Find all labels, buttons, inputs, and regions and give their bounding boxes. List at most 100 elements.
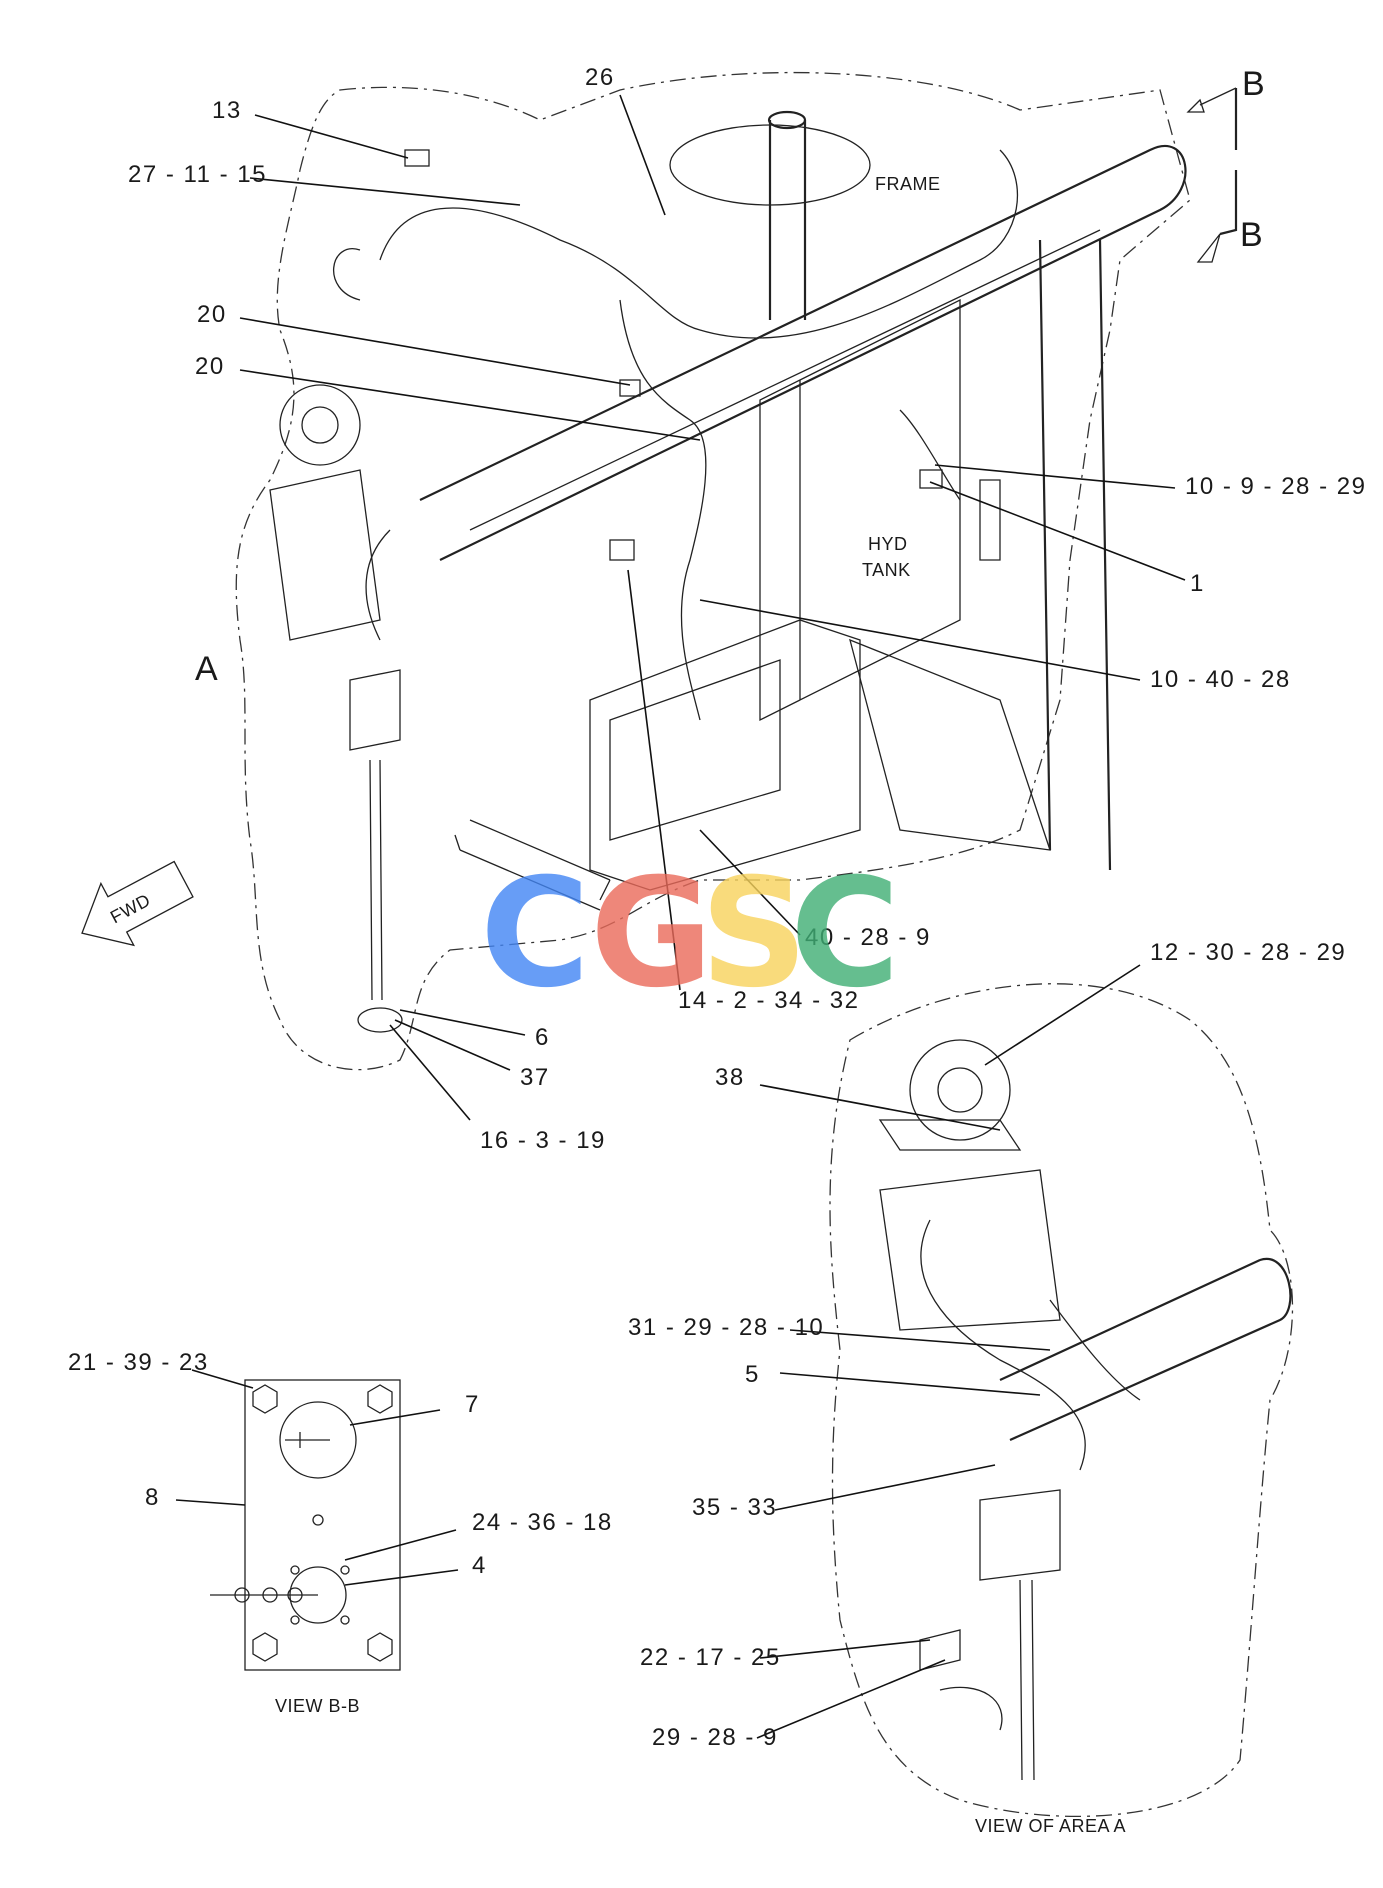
area-a-beam	[999, 1257, 1292, 1442]
callout-27-11-15: 27 - 11 - 15	[128, 161, 267, 188]
main-beam	[419, 144, 1187, 561]
hex-nut	[367, 1632, 393, 1662]
watermark-letter-s: S	[700, 847, 808, 1021]
fwd-arrow	[81, 860, 194, 947]
small-bolt	[340, 1615, 350, 1625]
callout-31-29-28-10: 31 - 29 - 28 - 10	[628, 1314, 824, 1341]
wire-ferrule	[234, 1587, 250, 1603]
leader-8	[175, 1499, 246, 1506]
main-view-outline	[235, 71, 1191, 1071]
leader-20b	[239, 369, 701, 441]
leader-5	[779, 1372, 1041, 1396]
leader-27-11-15	[249, 177, 521, 206]
leader-22-17-25	[759, 1639, 931, 1659]
callout-4: 4	[472, 1552, 487, 1579]
section-b-bottom: B	[1240, 216, 1263, 254]
callout-37: 37	[520, 1064, 550, 1091]
view-area-a	[829, 983, 1294, 1817]
callout-20b: 20	[195, 353, 225, 380]
area-a-bracket	[879, 1169, 1061, 1331]
clip	[619, 379, 641, 397]
area-a-mount	[878, 1119, 1022, 1151]
watermark-letter-c2: C	[790, 847, 900, 1021]
leader-6	[399, 1009, 526, 1036]
callout-26: 26	[585, 64, 615, 91]
frame-plate	[849, 638, 1051, 851]
leader-10-40-28	[699, 599, 1141, 681]
gauge-needle	[285, 1432, 330, 1448]
leader-13	[254, 114, 409, 159]
leader-1	[929, 481, 1186, 581]
leader-29-28-9	[756, 1659, 946, 1739]
clip	[919, 469, 943, 489]
hydraulic-cylinder	[768, 120, 807, 320]
leader-37	[394, 1019, 511, 1071]
callout-7: 7	[465, 1391, 480, 1418]
hex-nut	[367, 1384, 393, 1414]
leader-35-33	[774, 1464, 996, 1511]
small-bolt	[290, 1615, 300, 1625]
callout-1: 1	[1190, 570, 1205, 597]
area-a-pivot-hub	[937, 1067, 983, 1113]
view-bb	[210, 1379, 401, 1671]
pivot-hub	[301, 406, 339, 444]
callout-16-3-19: 16 - 3 - 19	[480, 1127, 606, 1154]
leader-26	[619, 94, 666, 216]
leader-14-2-34-32	[627, 569, 681, 991]
section-b-top: B	[1242, 65, 1265, 103]
area-a-pivot-disc	[909, 1039, 1011, 1141]
hex-nut	[252, 1632, 278, 1662]
callout-labels: 13 26 27 - 11 - 15 20 20 10 - 9 - 28 - 2…	[68, 64, 1366, 1751]
center-bolt	[312, 1514, 324, 1526]
callout-14-2-34-32: 14 - 2 - 34 - 32	[678, 987, 859, 1014]
leader-31-29-28-10	[789, 1329, 1051, 1351]
tank-port	[979, 479, 1001, 561]
clip	[404, 149, 430, 167]
callout-10-40-28: 10 - 40 - 28	[1150, 666, 1291, 693]
callout-35-33: 35 - 33	[692, 1494, 777, 1521]
leader-16-3-19	[389, 1024, 471, 1121]
frame-post	[1038, 239, 1112, 871]
wire-ferrule	[287, 1587, 303, 1603]
leader-38	[759, 1084, 1001, 1131]
cylinder-ring	[669, 124, 871, 206]
section-b-marker	[1186, 87, 1238, 263]
section-line	[1219, 88, 1238, 236]
watermark-letter-g: G	[590, 847, 713, 1021]
callout-21-39-23: 21 - 39 - 23	[68, 1349, 209, 1376]
cylinder-cap	[767, 110, 807, 130]
callout-6: 6	[535, 1024, 550, 1051]
callout-20a: 20	[197, 301, 227, 328]
section-arrow-bottom	[1196, 233, 1221, 263]
area-a-harness	[920, 1219, 1141, 1471]
lower-bracket	[589, 619, 861, 891]
callout-13: 13	[212, 97, 242, 124]
callout-24-36-18: 24 - 36 - 18	[472, 1509, 613, 1536]
watermark-letter-c1: C	[480, 847, 590, 1021]
left-vertical-rod	[369, 759, 383, 1001]
plate-outline	[244, 1379, 401, 1671]
view-a-marker: A	[195, 650, 218, 688]
fwd-arrow-shape	[81, 860, 194, 947]
leader-21-39-23	[191, 1369, 254, 1389]
gauge-disc	[279, 1401, 357, 1479]
callout-22-17-25: 22 - 17 - 25	[640, 1644, 781, 1671]
leader-24-36-18	[344, 1529, 457, 1561]
view-bb-caption: VIEW B-B	[275, 1696, 360, 1716]
clip	[609, 539, 635, 561]
callout-38: 38	[715, 1064, 745, 1091]
cgsc-watermark: C G S C	[480, 847, 900, 1021]
leader-12-30-28-29	[984, 964, 1141, 1066]
area-a-rod	[1019, 1579, 1035, 1781]
area-a-connector	[919, 1629, 1003, 1731]
callout-5: 5	[745, 1361, 760, 1388]
frame-label: FRAME	[875, 174, 941, 194]
callout-40-28-9: 40 - 28 - 9	[805, 924, 931, 951]
callout-10-9-28-29: 10 - 9 - 28 - 29	[1185, 473, 1366, 500]
wiring-harness	[365, 149, 1019, 721]
small-bolt	[340, 1565, 350, 1575]
leader-lines	[175, 94, 1186, 1739]
pivot-disc	[279, 384, 361, 466]
